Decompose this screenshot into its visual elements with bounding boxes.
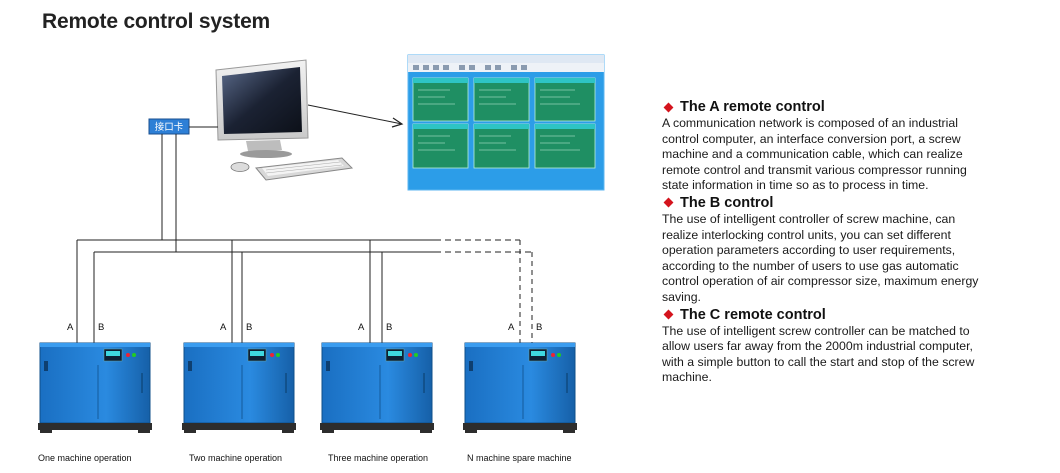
compressor-icon bbox=[181, 342, 297, 434]
arrow-icon bbox=[307, 104, 404, 128]
machine-caption: N machine spare machine bbox=[467, 453, 572, 463]
communication-bus bbox=[76, 134, 533, 343]
diamond-icon bbox=[663, 309, 674, 320]
bus-b-label: B bbox=[98, 322, 104, 333]
info-section-c: The C remote control The use of intellig… bbox=[662, 306, 982, 386]
page-title: Remote control system bbox=[42, 10, 271, 33]
monitoring-software-screen bbox=[407, 54, 605, 191]
bus-a-label: A bbox=[508, 322, 515, 333]
interface-card-label: 接口卡 bbox=[155, 121, 184, 133]
info-body: A communication network is composed of a… bbox=[662, 116, 967, 193]
info-section-b: The B control The use of intelligent con… bbox=[662, 194, 982, 306]
diamond-icon bbox=[663, 198, 674, 208]
bus-a-label: A bbox=[67, 322, 74, 333]
compressor-icon bbox=[319, 342, 435, 434]
bus-b-label: B bbox=[536, 322, 542, 333]
info-body: The use of intelligent screw controller … bbox=[662, 323, 975, 385]
compressor-icon bbox=[37, 342, 153, 434]
bus-b-label: B bbox=[246, 322, 252, 333]
mouse-icon bbox=[230, 162, 250, 172]
info-heading-text: The A remote control bbox=[680, 99, 825, 115]
machine-caption: One machine operation bbox=[38, 453, 132, 463]
info-heading: The B control bbox=[662, 194, 982, 212]
info-body: The use of intelligent controller of scr… bbox=[662, 211, 979, 304]
info-section-a: The A remote control A communication net… bbox=[662, 98, 982, 194]
interface-card: 接口卡 bbox=[148, 118, 190, 135]
computer-monitor-icon bbox=[215, 59, 309, 158]
info-heading-text: The C remote control bbox=[680, 306, 826, 323]
machine-caption: Three machine operation bbox=[328, 453, 428, 463]
bus-a-label: A bbox=[220, 322, 227, 333]
machine-caption: Two machine operation bbox=[189, 453, 282, 463]
diamond-icon bbox=[663, 102, 674, 112]
info-heading: The A remote control bbox=[662, 98, 982, 116]
remote-control-diagram: 接口卡 bbox=[37, 54, 605, 463]
info-heading-text: The B control bbox=[680, 194, 774, 211]
bus-a-label: A bbox=[358, 322, 365, 333]
info-heading: The C remote control bbox=[662, 306, 982, 324]
compressor-icon bbox=[462, 342, 578, 434]
bus-b-label: B bbox=[386, 322, 392, 333]
keyboard-icon bbox=[255, 157, 354, 181]
remote-control-descriptions: The A remote control A communication net… bbox=[662, 98, 982, 386]
